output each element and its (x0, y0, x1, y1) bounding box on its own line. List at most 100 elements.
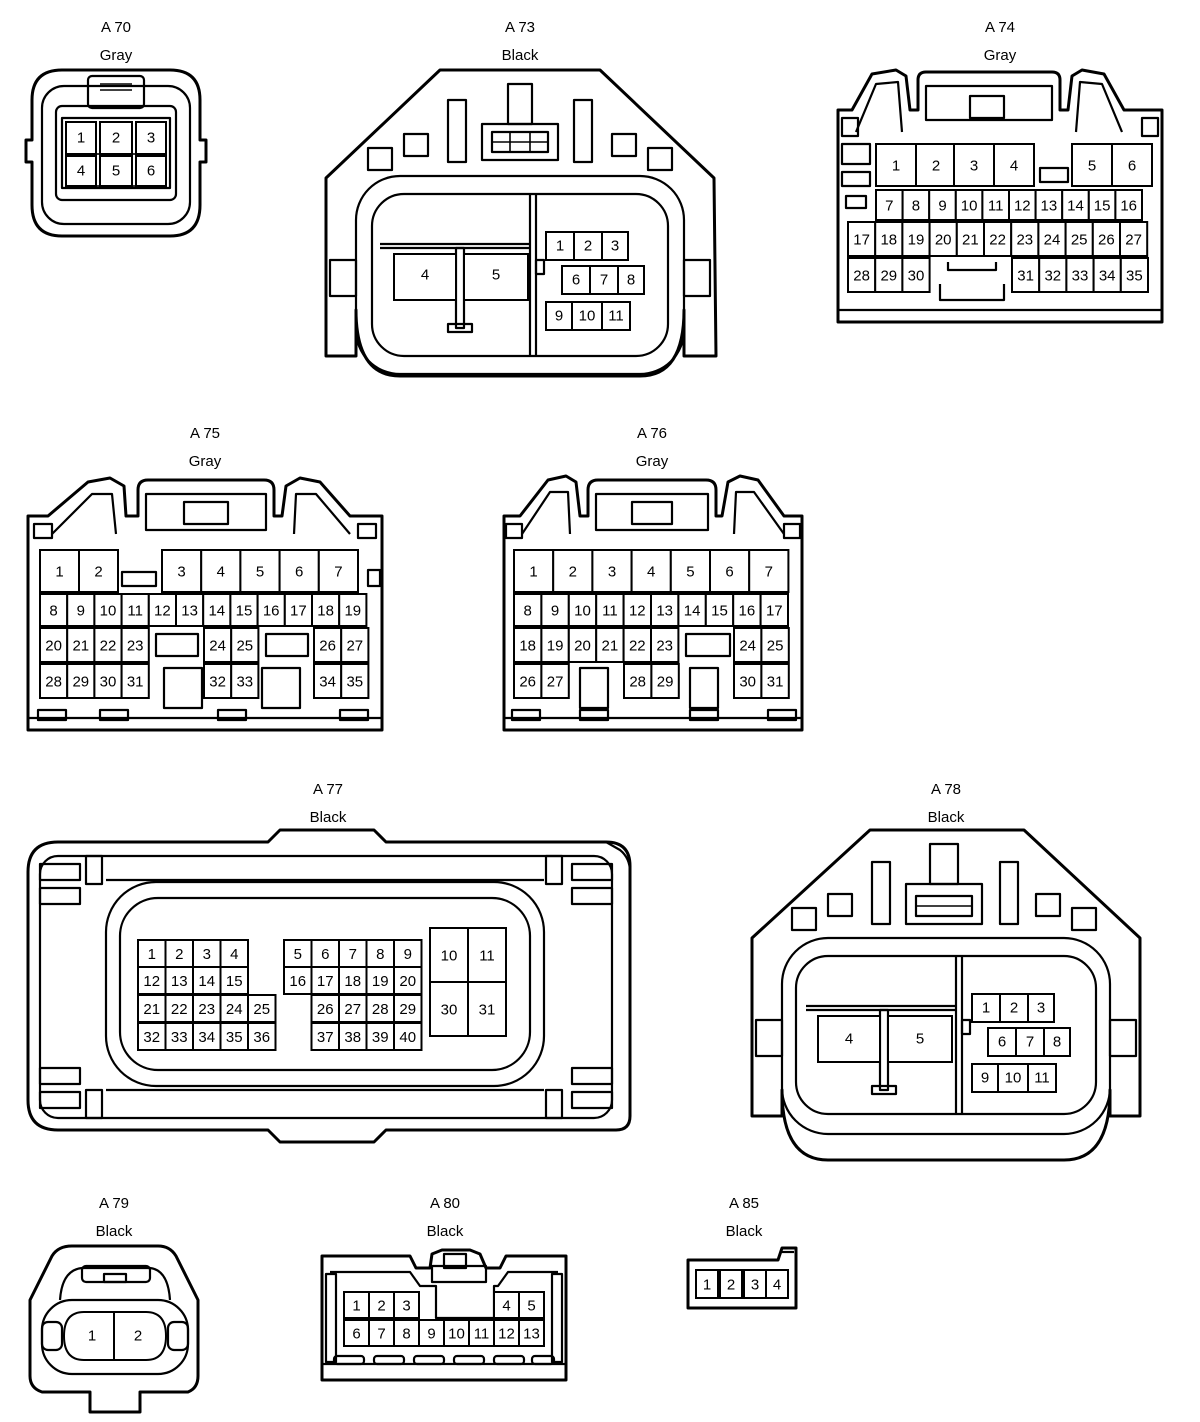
pin-number: 4 (421, 267, 429, 284)
pin-cell (365, 1022, 395, 1051)
pin-number: 12 (154, 603, 171, 620)
pin-number: 39 (372, 1029, 389, 1046)
pin-cell (759, 593, 789, 627)
pin-cell (338, 593, 368, 627)
pin-number: 35 (226, 1029, 243, 1046)
pin-number: 6 (998, 1034, 1006, 1051)
pin-number: 5 (686, 564, 694, 581)
pin-cell (513, 627, 543, 663)
pin-number: 13 (171, 973, 188, 990)
pin-number: 2 (932, 158, 940, 175)
pin-cell (1119, 257, 1150, 293)
pin-number: 9 (427, 1326, 435, 1343)
pin-cell (601, 301, 631, 331)
pin-number: 23 (127, 638, 144, 655)
pin-number: 7 (377, 1326, 385, 1343)
pin-number: 10 (579, 308, 596, 325)
pin-number: 2 (377, 1298, 385, 1315)
pin-cell (39, 593, 69, 627)
pin-number: 28 (372, 1001, 389, 1018)
pin-number: 2 (1010, 1000, 1018, 1017)
pin-number: 5 (527, 1298, 535, 1315)
pin-cell (719, 1269, 743, 1299)
pin-number: 16 (263, 603, 280, 620)
pin-cell (901, 221, 931, 257)
pin-cell (175, 593, 205, 627)
pin-cell (340, 627, 370, 663)
connector-label: A 85 (729, 1195, 759, 1212)
pin-number: 18 (880, 232, 897, 249)
pin-cell (760, 627, 790, 663)
pin-grid: 1 2 3 4 5 6 7 8 9 10 11 (817, 993, 1071, 1093)
connector-color: Gray (984, 47, 1017, 64)
pin-cell (1011, 257, 1041, 293)
pin-number: 18 (519, 638, 536, 655)
pin-number: 30 (908, 268, 925, 285)
pin-number: 1 (529, 564, 537, 581)
pin-cell (338, 994, 368, 1023)
pin-number: 29 (880, 268, 897, 285)
pin-number: 4 (845, 1031, 853, 1048)
pin-number: 23 (198, 1001, 215, 1018)
pin-cell (983, 221, 1013, 257)
pin-number: 26 (317, 1001, 334, 1018)
pin-number: 13 (1041, 198, 1058, 215)
pin-cell (601, 231, 629, 261)
connector-label: A 76 (637, 425, 667, 442)
pin-number: 13 (656, 603, 673, 620)
pin-cell (1111, 143, 1153, 187)
pin-number: 12 (1014, 198, 1031, 215)
pin-number: 19 (547, 638, 564, 655)
pin-cell (901, 257, 931, 293)
pin-number: 19 (344, 603, 361, 620)
pin-number: 18 (344, 973, 361, 990)
pin-cell (120, 663, 150, 699)
pin-cell (137, 1022, 167, 1051)
pin-number: 4 (502, 1298, 510, 1315)
pin-cell (310, 1022, 340, 1051)
pin-number: 29 (657, 674, 674, 691)
pin-cell (203, 627, 233, 663)
pin-number: 8 (376, 946, 384, 963)
pin-cell (62, 1311, 115, 1361)
pin-number: 13 (523, 1326, 540, 1343)
pin-number: 32 (143, 1029, 160, 1046)
pin-number: 12 (498, 1326, 515, 1343)
pin-cell (467, 981, 507, 1037)
pin-cell (313, 663, 343, 699)
pin-number: 7 (1026, 1034, 1034, 1051)
pin-cell (93, 627, 123, 663)
pin-number: 34 (319, 674, 336, 691)
pin-number: 3 (203, 946, 211, 963)
pin-number: 8 (49, 603, 57, 620)
pin-number: 21 (143, 1001, 160, 1018)
pin-number: 25 (253, 1001, 270, 1018)
pin-number: 12 (143, 973, 160, 990)
pin-number: 9 (938, 198, 946, 215)
pin-number: 26 (1098, 232, 1115, 249)
pin-number: 14 (208, 603, 225, 620)
pin-cell (393, 966, 423, 995)
pin-number: 29 (72, 674, 89, 691)
connector-color: Black (726, 1223, 763, 1240)
pin-cell (1027, 1063, 1057, 1093)
pin-number: 10 (1005, 1070, 1022, 1087)
pin-cell (310, 939, 340, 968)
pin-cell (993, 143, 1035, 187)
pin-number: 27 (547, 674, 564, 691)
pin-number: 4 (77, 163, 85, 180)
pin-cell (650, 663, 680, 699)
pin-cell (595, 627, 625, 663)
pin-cell (256, 593, 286, 627)
pin-cell (571, 301, 603, 331)
pin-number: 2 (112, 130, 120, 147)
pin-number: 2 (727, 1277, 735, 1294)
pin-number: 36 (253, 1029, 270, 1046)
pin-number: 11 (474, 1326, 490, 1343)
pin-cell (1034, 189, 1064, 221)
pin-number: 10 (961, 198, 978, 215)
connector-color: Black (310, 809, 347, 826)
